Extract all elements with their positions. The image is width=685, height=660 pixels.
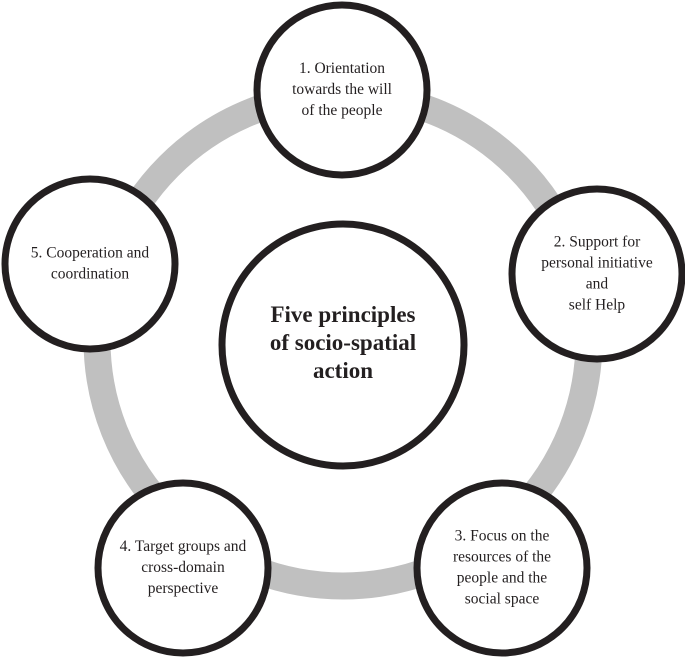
node-label-5: 5. Cooperation and coordination <box>31 244 150 282</box>
text-line: coordination <box>51 265 130 282</box>
center-title: Five principles of socio-spatial action <box>270 302 416 383</box>
text-line: resources of the <box>453 548 551 565</box>
text-line: action <box>313 358 373 383</box>
node-principle-5[interactable]: 5. Cooperation and coordination <box>1 175 179 353</box>
node-circle-2[interactable] <box>508 185 685 363</box>
node-circle-4[interactable] <box>94 479 272 657</box>
text-line: 1. Orientation <box>299 60 385 77</box>
node-label-4: 4. Target groups and cross-domain perspect… <box>120 538 247 597</box>
text-line: towards the will <box>292 81 392 98</box>
text-line: and <box>586 275 609 292</box>
text-line: Five principles <box>270 302 415 327</box>
center-circle[interactable] <box>218 220 468 470</box>
node-circle-3[interactable] <box>413 479 591 657</box>
node-circle-1[interactable] <box>253 1 431 179</box>
text-line: of socio-spatial <box>270 330 416 355</box>
text-line: people and the <box>457 569 548 586</box>
node-circle-5[interactable] <box>1 175 179 353</box>
node-label-2: 2. Support for personal initiative and self… <box>541 233 653 313</box>
node-principle-4[interactable]: 4. Target groups and cross-domain perspect… <box>94 479 272 657</box>
node-principle-1[interactable]: 1. Orientation towards the will of the peo… <box>253 1 431 179</box>
node-principle-3[interactable]: 3. Focus on the resources of the people an… <box>413 479 591 657</box>
text-line: personal initiative <box>541 254 653 271</box>
text-line: 4. Target groups and <box>120 538 247 555</box>
text-line: social space <box>465 590 540 607</box>
text-line: 2. Support for <box>554 233 641 250</box>
node-principle-2[interactable]: 2. Support for personal initiative and self… <box>508 185 685 363</box>
text-line: of the people <box>302 102 383 119</box>
node-label-1: 1. Orientation towards the will of the peo… <box>292 60 392 119</box>
text-line: self Help <box>569 296 626 313</box>
text-line: 5. Cooperation and <box>31 244 150 261</box>
center-hub[interactable]: Five principles of socio-spatial action <box>218 220 468 470</box>
text-line: 3. Focus on the <box>455 527 550 544</box>
text-line: perspective <box>148 580 219 597</box>
text-line: cross-domain <box>141 559 225 576</box>
node-label-3: 3. Focus on the resources of the people an… <box>453 527 551 607</box>
